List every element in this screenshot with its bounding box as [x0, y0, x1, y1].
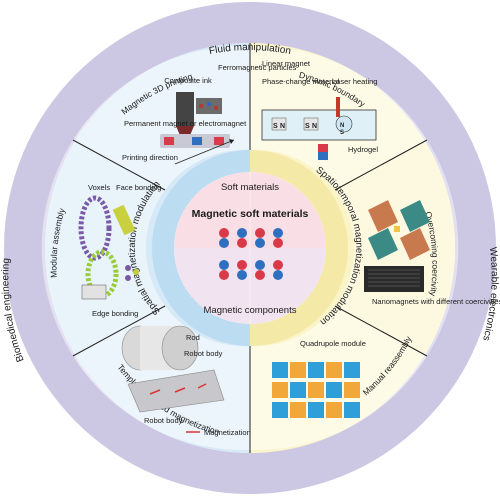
center-top-label: Soft materials: [221, 182, 279, 193]
dynamic-label-phase: Phase-change material: [262, 77, 339, 86]
printing-illustration: [160, 92, 235, 165]
printing-label-particles: Ferromagnetic particles: [218, 63, 297, 72]
magnet-letter-4: N: [312, 123, 317, 130]
template-label-rod: Rod: [186, 333, 200, 342]
dynamic-label-laser: Laser heating: [332, 77, 377, 86]
dynamic-illustration: [261, 97, 377, 160]
printing-label-magnet: Permanent magnet or electromagnet: [124, 119, 247, 128]
center-bottom-label: Magnetic components: [204, 305, 297, 316]
printing-label-ink: Composite ink: [164, 76, 212, 85]
center-title: Magnetic soft materials: [192, 208, 309, 220]
modular-label-voxels: Voxels: [88, 183, 110, 192]
sector-dividers: [72, 43, 428, 453]
coercivity-illustration: [364, 200, 430, 292]
magnet-letter-6: S: [340, 130, 344, 136]
magnet-letter-1: S: [273, 123, 278, 130]
modular-label-face: Face bonding: [116, 183, 161, 192]
magnet-letter-2: N: [280, 123, 285, 130]
template-illustration: [121, 325, 225, 433]
coercivity-label: Nanomagnets with different coercivities: [372, 297, 500, 306]
magnet-letter-3: S: [305, 123, 310, 130]
printing-label-direction: Printing direction: [122, 153, 178, 162]
modular-label-edge: Edge bonding: [92, 309, 138, 318]
template-panel: [73, 306, 250, 451]
template-label-body-1: Robot body: [184, 349, 223, 358]
printing-panel: [73, 45, 250, 190]
template-label-magnetization: Magnetization: [204, 428, 251, 437]
reassembly-illustration: [272, 362, 360, 418]
reassembly-label: Quadrupole module: [300, 339, 366, 348]
magnet-grid: [219, 228, 283, 280]
outer-label-top: Fluid manipulation: [208, 42, 292, 57]
template-label-body-2: Robot body: [144, 416, 183, 425]
dynamic-label-linear: Linear magnet: [262, 59, 311, 68]
modular-illustration: [78, 195, 139, 300]
dynamic-label-hydrogel: Hydrogel: [348, 145, 378, 154]
magnet-letter-5: N: [340, 123, 344, 129]
